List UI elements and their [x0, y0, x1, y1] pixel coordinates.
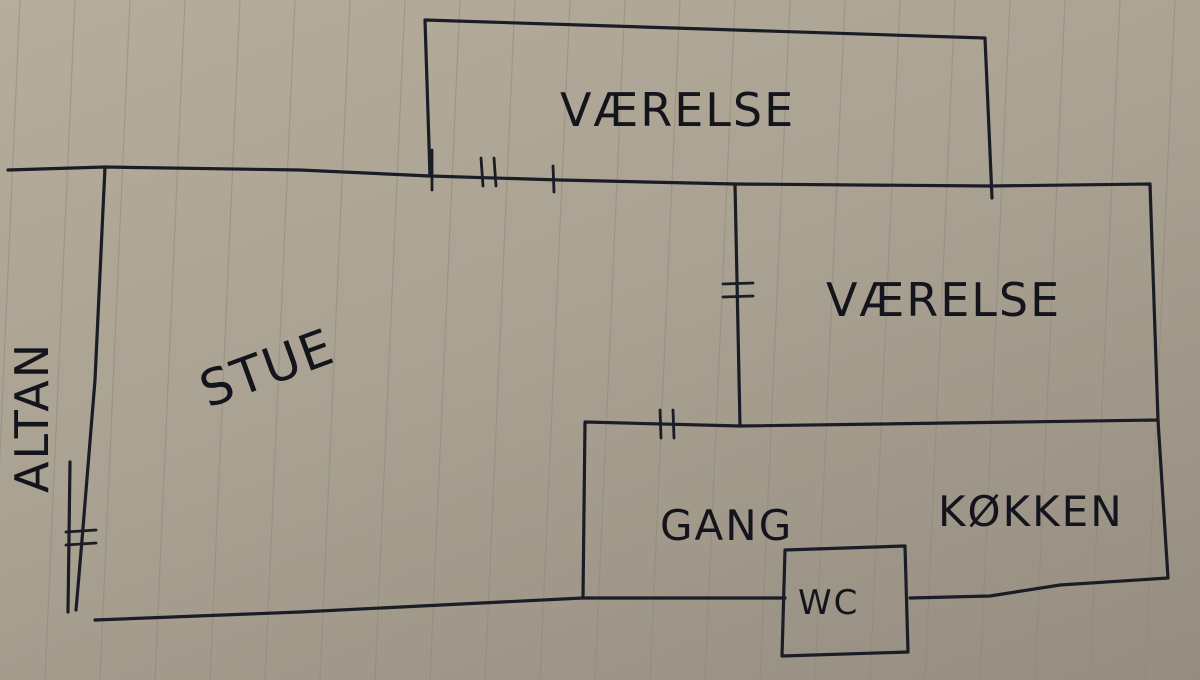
- kitchen-right-wall: [908, 418, 1170, 600]
- ruled-line: [264, 0, 296, 680]
- room-label-kitchen: KØKKEN: [938, 487, 1124, 536]
- ruled-line: [209, 0, 241, 680]
- bottom-wall: [93, 596, 787, 622]
- bedroom-top-outline: [423, 18, 994, 200]
- balcony-left-edge: [66, 460, 72, 614]
- room-label-living-room: STUE: [192, 317, 342, 419]
- door-mark-balcony: [64, 528, 98, 547]
- bedroom-right-outline: [738, 182, 1160, 428]
- room-label-balcony: ALTAN: [5, 342, 59, 493]
- ruled-line: [154, 0, 186, 680]
- room-label-bedroom-top: VÆRELSE: [560, 83, 795, 137]
- top-wall-left: [6, 165, 992, 188]
- ruled-line: [649, 0, 681, 680]
- door-mark-top-3: [551, 164, 556, 194]
- ruled-line: [814, 0, 846, 680]
- room-label-hallway: GANG: [660, 501, 793, 550]
- ruled-line: [0, 0, 21, 467]
- living-left-wall: [74, 165, 107, 612]
- room-label-bedroom-right: VÆRELSE: [826, 273, 1061, 327]
- door-mark-hallway: [658, 408, 676, 440]
- ruled-line: [869, 0, 901, 680]
- ruled-line: [539, 0, 571, 680]
- ruled-line: [924, 0, 956, 680]
- ruled-line: [319, 0, 351, 680]
- ruled-line: [979, 0, 1011, 680]
- ruled-line: [374, 0, 406, 680]
- ruled-line: [1089, 0, 1121, 680]
- ruled-line: [1144, 0, 1176, 680]
- toilet-box: [780, 544, 910, 658]
- ruled-line: [99, 0, 131, 680]
- ruled-line: [429, 0, 461, 680]
- ruled-line: [759, 0, 791, 680]
- ruled-line: [704, 0, 736, 680]
- ruled-line: [484, 0, 516, 680]
- room-label-toilet: WC: [798, 583, 859, 623]
- hallway-kitchen-outline: [581, 420, 742, 600]
- ruled-line: [594, 0, 626, 680]
- door-mark-partition: [721, 281, 755, 299]
- partition-vertical: [733, 182, 742, 428]
- door-mark-top-2: [479, 156, 498, 188]
- ruled-line: [1034, 0, 1066, 680]
- ruled-line: [44, 0, 76, 680]
